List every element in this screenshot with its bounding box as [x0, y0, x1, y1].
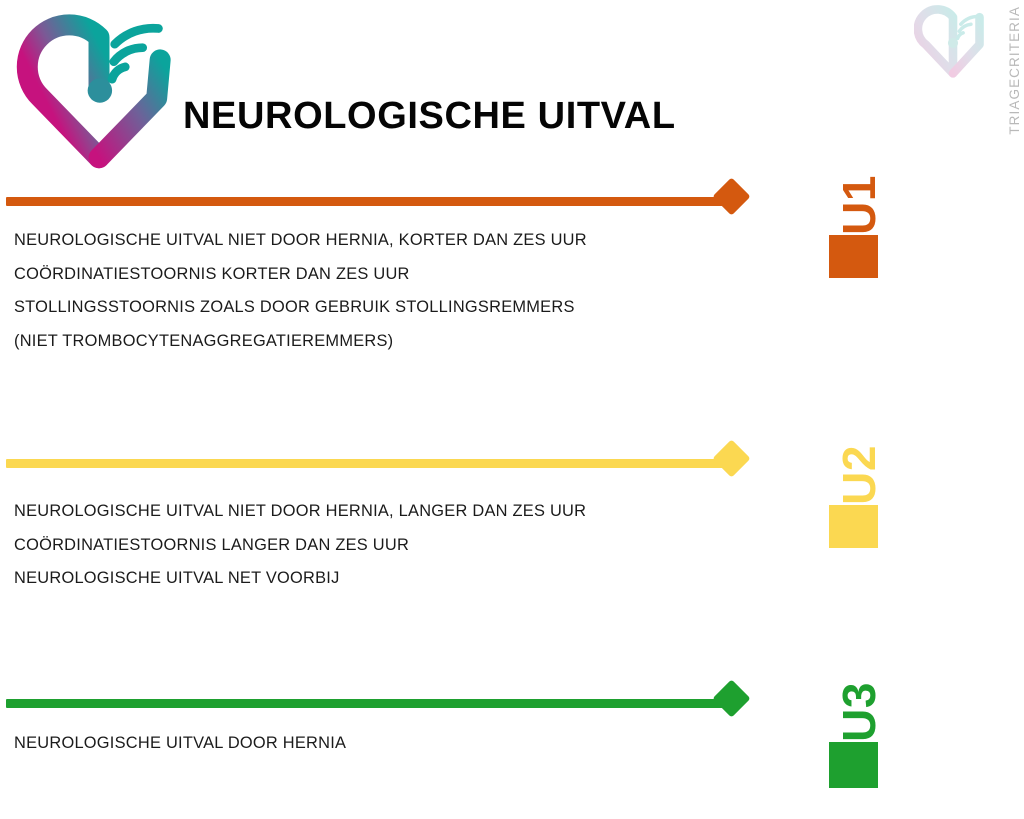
- urgency-code-u2: U2: [825, 444, 893, 506]
- urgency-code-label: U1: [833, 175, 885, 235]
- heart-wifi-logo-icon: [6, 4, 192, 170]
- criteria-item: NEUROLOGISCHE UITVAL DOOR HERNIA: [14, 734, 347, 752]
- urgency-code-u3: U3: [825, 681, 893, 743]
- criteria-item: STOLLINGSSTOORNIS ZOALS DOOR GEBRUIK STO…: [14, 298, 575, 316]
- urgency-section-u2: NEUROLOGISCHE UITVAL NIET DOOR HERNIA, L…: [0, 439, 1024, 587]
- urgency-color-swatch-u3: [829, 742, 878, 788]
- rule-diamond-icon-u1: [712, 177, 751, 216]
- criteria-item: NEUROLOGISCHE UITVAL NIET DOOR HERNIA, K…: [14, 231, 587, 249]
- rule-line-u3: [6, 699, 731, 708]
- criteria-item: (NIET TROMBOCYTENAGGREGATIEREMMERS): [14, 331, 394, 350]
- urgency-badge-u2: U2: [829, 445, 889, 558]
- urgency-code-label: U2: [833, 445, 885, 505]
- urgency-rule-u1: [0, 177, 1024, 224]
- urgency-code-label: U3: [833, 682, 885, 742]
- criteria-list-u3: NEUROLOGISCHE UITVAL DOOR HERNIA: [14, 727, 774, 761]
- urgency-code-u1: U1: [825, 174, 893, 236]
- criteria-list-u1: NEUROLOGISCHE UITVAL NIET DOOR HERNIA, K…: [14, 224, 774, 358]
- criteria-list-u2: NEUROLOGISCHE UITVAL NIET DOOR HERNIA, L…: [14, 495, 774, 596]
- rule-diamond-icon-u2: [712, 439, 751, 478]
- criteria-item: NEUROLOGISCHE UITVAL NIET DOOR HERNIA, L…: [14, 502, 587, 520]
- urgency-rule-u3: [0, 679, 1024, 726]
- urgency-badge-u3: U3: [829, 682, 889, 795]
- rule-line-u1: [6, 197, 731, 206]
- urgency-section-u3: NEUROLOGISCHE UITVAL DOOR HERNIA U3: [0, 679, 1024, 788]
- criteria-item: COÖRDINATIESTOORNIS LANGER DAN ZES UUR: [14, 535, 410, 554]
- urgency-color-swatch-u2: [829, 505, 878, 548]
- criteria-item: COÖRDINATIESTOORNIS KORTER DAN ZES UUR: [14, 264, 410, 283]
- rule-line-u2: [6, 459, 731, 468]
- urgency-section-u1: NEUROLOGISCHE UITVAL NIET DOOR HERNIA, K…: [0, 175, 1024, 350]
- criteria-item: NEUROLOGISCHE UITVAL NET VOORBIJ: [14, 569, 340, 587]
- page-header: NEUROLOGISCHE UITVAL: [0, 0, 1024, 178]
- rule-diamond-icon-u3: [712, 679, 751, 718]
- urgency-badge-u1: U1: [829, 175, 889, 288]
- urgency-rule-u2: [0, 439, 1024, 486]
- page-title: NEUROLOGISCHE UITVAL: [183, 95, 676, 137]
- urgency-color-swatch-u1: [829, 235, 878, 278]
